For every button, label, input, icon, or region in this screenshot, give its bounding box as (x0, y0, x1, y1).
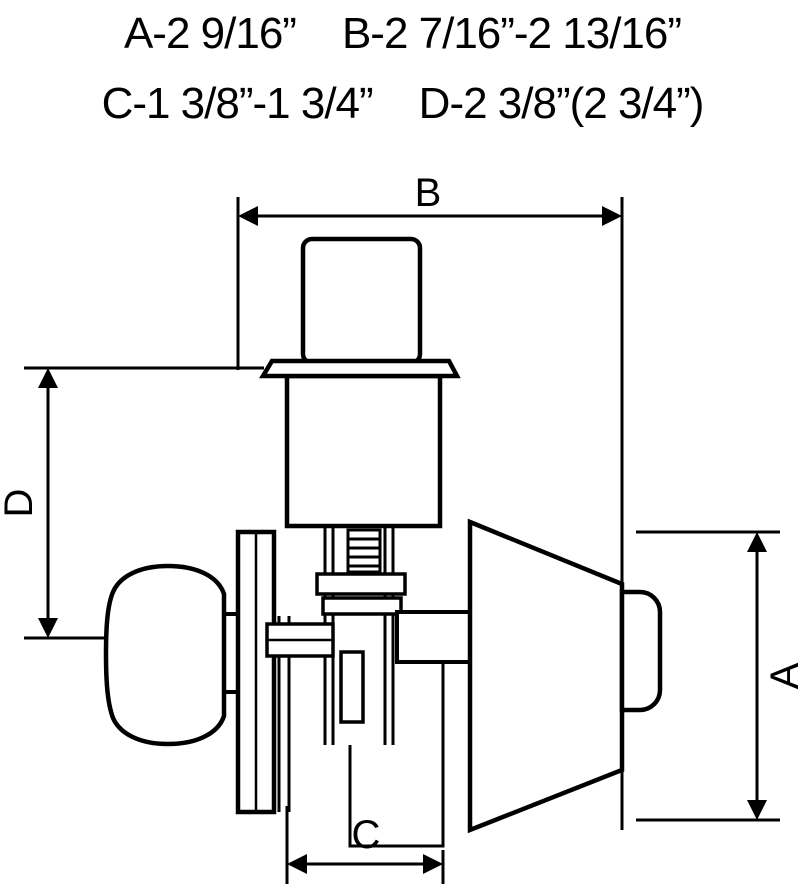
lock-parts (103, 236, 663, 848)
plunger-shape (339, 650, 365, 724)
spec-row-2: C-1 3/8”-1 3/4” D-2 3/8”(2 3/4”) (101, 72, 705, 136)
spec-text-block: A-2 9/16” B-2 7/16”-2 13/16” C-1 3/8”-1 … (0, 2, 805, 136)
dim-c-arrowhead-left (287, 854, 307, 874)
dim-b-lines (236, 197, 624, 830)
dimension-label-texts: B D A C (0, 171, 805, 857)
dim-b-arrowhead-right (602, 206, 622, 226)
spring-shape (346, 528, 382, 574)
hub-shape (395, 610, 472, 664)
dim-a-label: A (763, 662, 805, 689)
knob-shape (103, 563, 227, 747)
cylinder-shape (467, 518, 625, 834)
washer-upper-shape (315, 572, 407, 596)
dim-d-label: D (0, 489, 41, 518)
dim-d-arrowhead-bottom (38, 618, 58, 638)
spec-dim-a: A-2 9/16” (123, 9, 297, 58)
washer-lower-shape (321, 596, 403, 616)
dim-a-arrowhead-top (747, 532, 767, 552)
tailpiece-shape (300, 236, 423, 366)
flange-shape (259, 358, 461, 379)
spindle-arm-shape (265, 622, 335, 658)
spec-row-1: A-2 9/16” B-2 7/16”-2 13/16” (123, 2, 682, 66)
dimensions (24, 197, 780, 884)
dim-b-arrowhead-left (238, 206, 258, 226)
dim-c-lines (285, 806, 445, 884)
cylinder-face-shape (619, 589, 663, 713)
dim-b-label: B (415, 171, 442, 215)
lock-body-shape (284, 373, 443, 529)
dim-d-arrowhead-top (38, 368, 58, 388)
dim-c-label: C (352, 813, 381, 857)
dim-d-lines (24, 366, 264, 640)
dim-a-arrowhead-bottom (747, 800, 767, 820)
dim-a-lines (636, 530, 780, 822)
spec-dim-c: C-1 3/8”-1 3/4” (101, 79, 374, 128)
dim-c-arrowhead-right (423, 854, 443, 874)
spec-dim-d: D-2 3/8”(2 3/4”) (418, 79, 705, 128)
spec-dim-b: B-2 7/16”-2 13/16” (341, 9, 682, 58)
